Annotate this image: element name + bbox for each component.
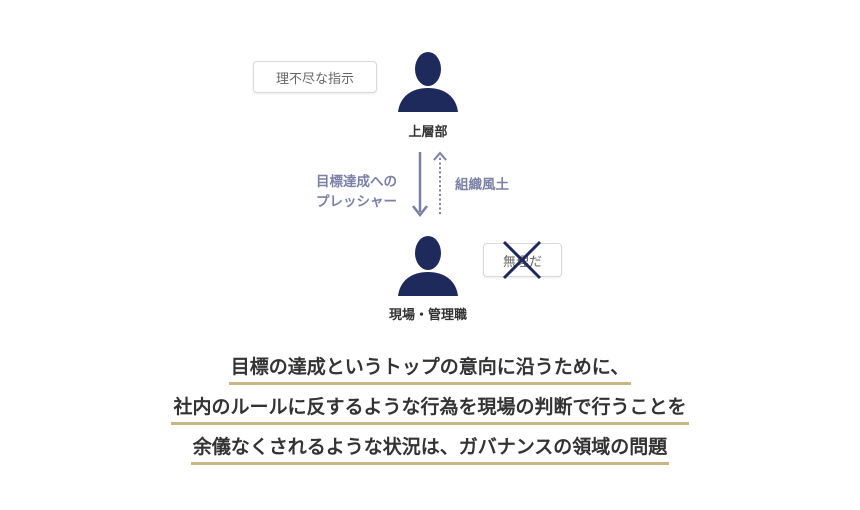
pressure-label-line1: 目標達成への (316, 174, 397, 190)
summary-line-3: 余儀なくされるような状況は、ガバナンスの領域の問題 (0, 432, 860, 465)
top-person-icon (396, 48, 460, 112)
summary-line-2: 社内のルールに反するような行為を現場の判断で行うことを (0, 392, 860, 425)
pressure-label: 目標達成への プレッシャー (316, 172, 397, 212)
summary-text-2: 社内のルールに反するような行為を現場の判断で行うことを (171, 392, 689, 425)
bottom-person-icon (396, 232, 460, 296)
culture-label: 組織風土 (455, 177, 509, 193)
culture-arrow-up (430, 150, 450, 224)
summary-line-1: 目標の達成というトップの意向に沿うために、 (0, 352, 860, 385)
top-speech-bubble: 理不尽な指示 (253, 61, 377, 93)
pressure-arrow-down (410, 150, 430, 224)
pressure-label-line2: プレッシャー (316, 194, 397, 210)
summary-text-1: 目標の達成というトップの意向に沿うために、 (228, 352, 632, 385)
top-person-label: 上層部 (408, 125, 448, 140)
cross-mark-icon (500, 238, 544, 286)
summary-text-3: 余儀なくされるような状況は、ガバナンスの領域の問題 (190, 432, 670, 465)
bottom-person-label: 現場・管理職 (388, 308, 467, 323)
top-bubble-text: 理不尽な指示 (275, 71, 354, 87)
